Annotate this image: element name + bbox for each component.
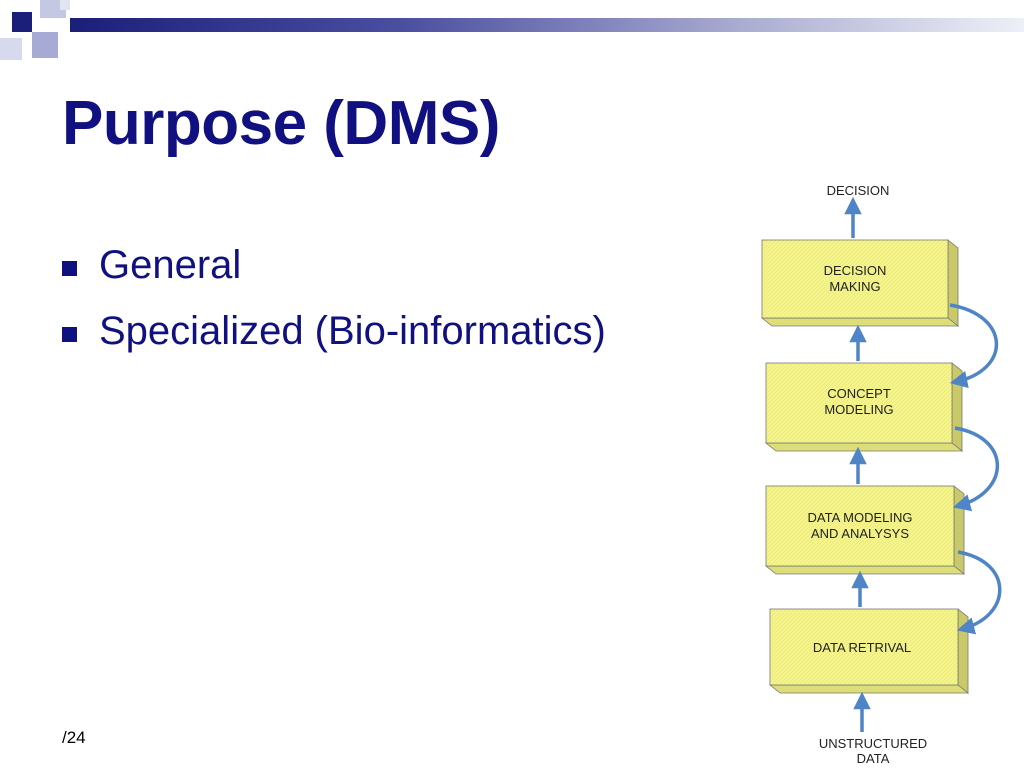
stage-label: DECISION [824, 263, 887, 278]
title-gradient-bar [70, 18, 1024, 32]
feedback-arrow-3 [956, 550, 1002, 635]
bullet-list: General Specialized (Bio-informatics) [62, 232, 606, 364]
bullet-item: General [62, 232, 606, 298]
slide-title: Purpose (DMS) [62, 89, 500, 158]
stage-label: AND ANALYSYS [811, 526, 909, 541]
corner-square-light-2 [32, 32, 58, 58]
corner-square-light-3 [0, 38, 22, 60]
stage-box-data-retrival: DATA RETRIVAL [768, 608, 970, 694]
stage-label: MODELING [824, 402, 893, 417]
corner-square-light-1 [40, 0, 66, 18]
stage-label: DATA MODELING [808, 510, 913, 525]
input-label: DATA [857, 751, 890, 766]
stage-label: MAKING [829, 279, 880, 294]
feedback-arrow-1 [949, 303, 999, 389]
stage-label: CONCEPT [827, 386, 891, 401]
corner-square-navy-1 [12, 12, 32, 32]
square-bullet-icon [62, 326, 77, 342]
stage-box-decision-making: DECISION MAKING [760, 239, 960, 327]
stage-box-concept-modeling: CONCEPT MODELING [764, 362, 964, 452]
page-number: /24 [62, 728, 86, 747]
corner-square-light-4 [60, 0, 70, 10]
square-bullet-icon [62, 260, 77, 276]
bullet-label: General [99, 242, 242, 287]
stage-label: DATA RETRIVAL [813, 640, 911, 655]
bullet-item: Specialized (Bio-informatics) [62, 298, 606, 364]
feedback-arrow-2 [952, 426, 999, 512]
input-label: UNSTRUCTURED [819, 736, 927, 751]
stage-box-data-modeling: DATA MODELING AND ANALYSYS [764, 485, 966, 575]
bullet-label: Specialized (Bio-informatics) [99, 308, 606, 353]
output-label: DECISION [827, 183, 890, 198]
